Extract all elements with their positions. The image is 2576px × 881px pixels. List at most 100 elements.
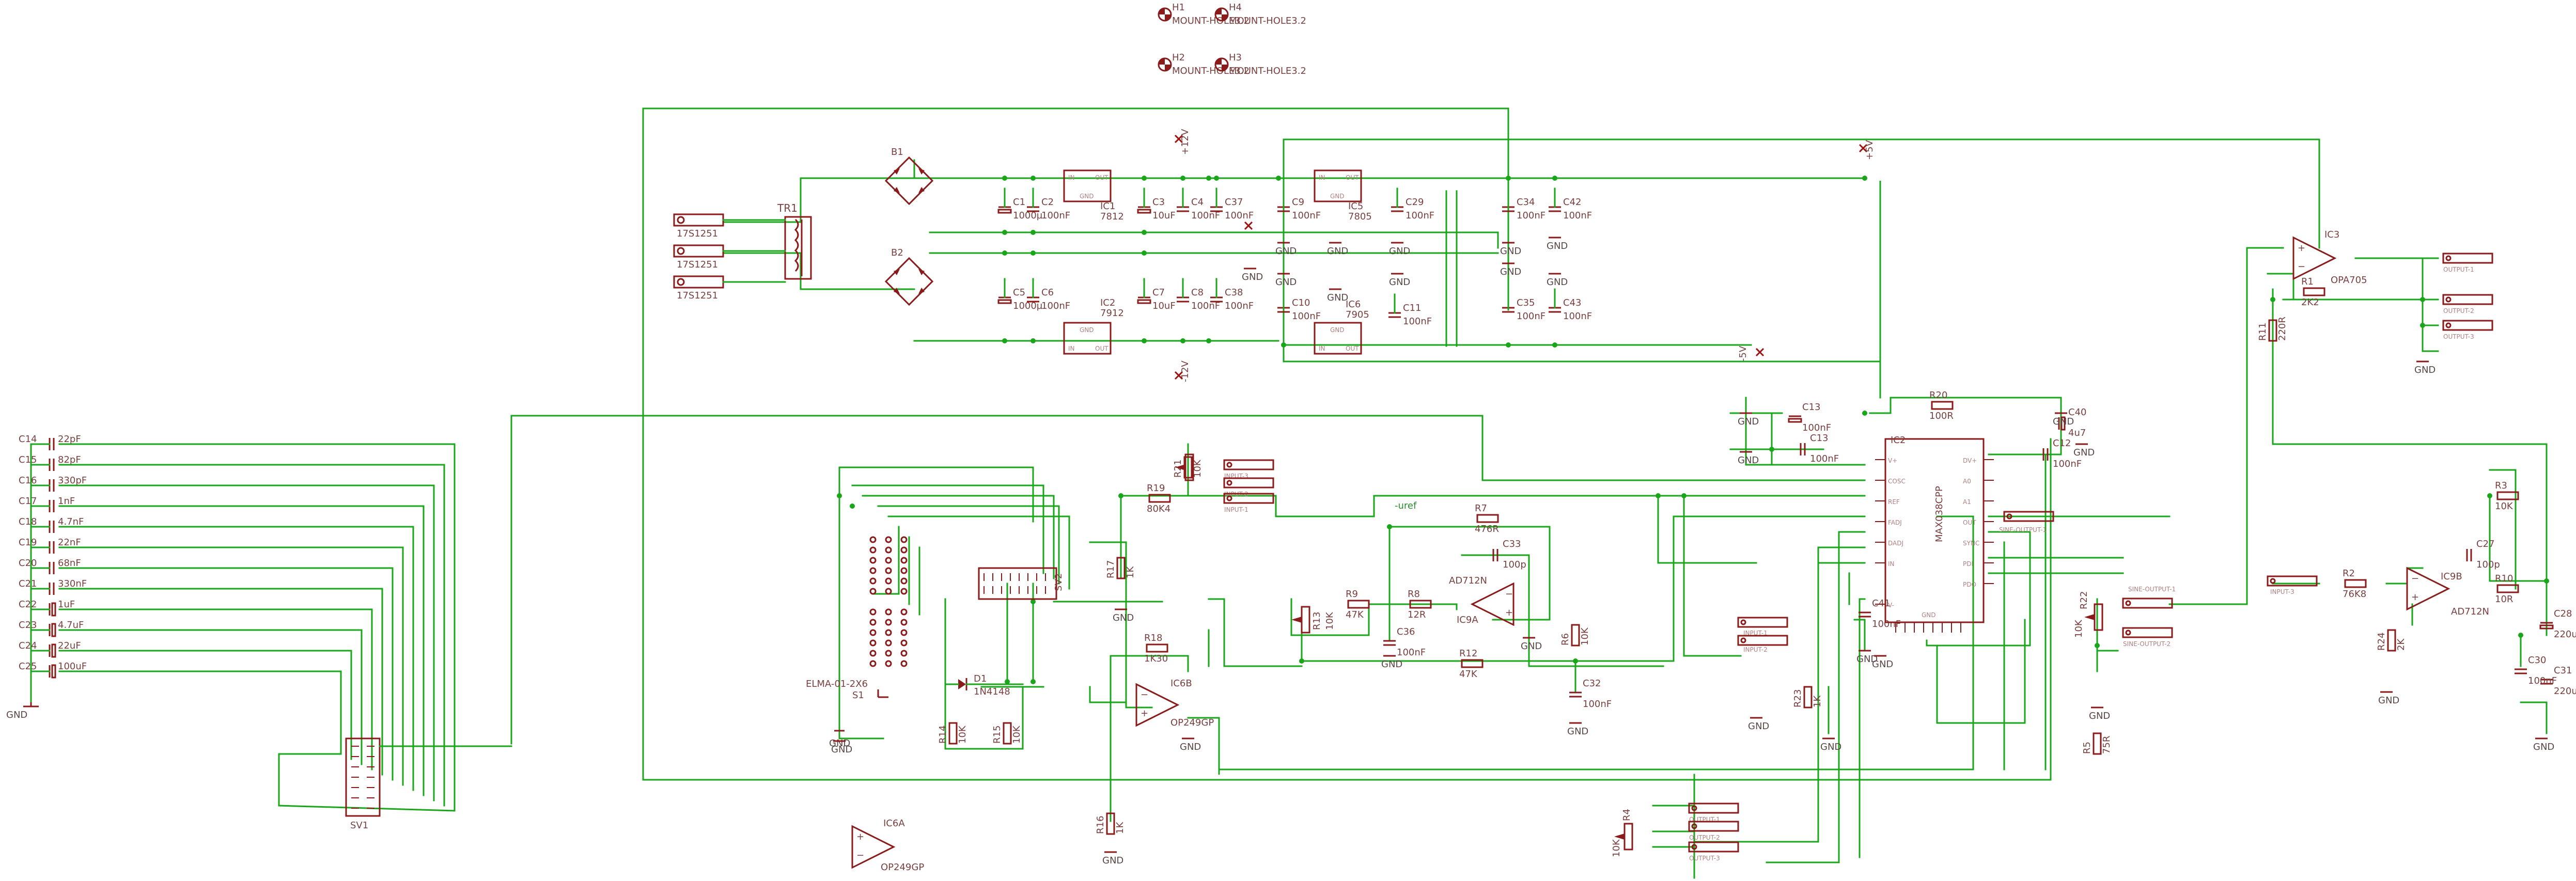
misc-caps: C36100nFC33100pC32100nFC13100nFC13100nFC…	[1383, 402, 2576, 710]
gnd-label: GND	[1872, 659, 1893, 670]
gnd-symbol: GND	[1500, 262, 1521, 277]
cap-value: 1000µ	[1013, 301, 1043, 311]
svg-text:+: +	[1505, 607, 1513, 618]
pot-ref: R4	[1621, 809, 1632, 821]
pot-ref: R22	[2079, 591, 2089, 609]
gnd-symbols: GNDGNDGNDGNDGNDGNDGNDGNDGNDGNDGNDGNDGNDG…	[831, 360, 2554, 866]
connector-in2: INPUT-2	[1223, 477, 1274, 498]
cap-ref: C23	[19, 620, 37, 631]
gnd-label: GND	[2533, 742, 2554, 752]
connector-label: INPUT-1	[1224, 506, 1248, 513]
pot-value: 10K	[1324, 611, 1335, 630]
svg-text:−: −	[856, 850, 864, 861]
cap-value: 100nF	[1397, 647, 1426, 658]
svg-text:−: −	[1141, 689, 1148, 700]
ic-pin-left: V-	[1888, 602, 1894, 609]
transformer-ref: TR1	[777, 202, 798, 214]
main-ic-gnd-pin: GND	[1922, 611, 1936, 619]
opamp-ref: IC9B	[2441, 571, 2462, 582]
connector-label: SINE-OUTPUT-1	[2128, 586, 2176, 593]
capacitor-c33: C33 100p	[1492, 539, 1526, 570]
resistor-value: 100R	[1929, 411, 1954, 421]
resistor-ref: R3	[2495, 480, 2507, 491]
opamp-ic6a: +− IC6A OP249GP	[851, 818, 924, 873]
cap-value: 100nF	[1563, 210, 1592, 221]
connector-label: OUTPUT-2	[2443, 307, 2474, 314]
regulator-value: 7912	[1100, 308, 1124, 319]
opamp-value: AD712N	[2451, 606, 2489, 617]
resistor-ref: R2	[2343, 568, 2355, 579]
trim-pot-r4	[1614, 823, 1633, 851]
cap-ref: C9	[1292, 197, 1304, 208]
cap-value: 330pF	[58, 475, 87, 486]
gnd-symbol: GND	[1389, 242, 1410, 257]
gnd-label: GND	[1547, 241, 1568, 251]
gnd-symbol-left: GND	[6, 702, 39, 720]
cap-value: 100p	[2476, 559, 2500, 570]
cap-ref: C27	[2476, 539, 2494, 549]
mount-hole-ref: H1	[1172, 2, 1185, 13]
cap-value: 100nF	[2053, 459, 2082, 469]
trim-pot-r13	[1291, 606, 1310, 634]
resistor-value: 76K8	[2343, 589, 2366, 600]
svg-text:+: +	[856, 831, 864, 842]
cap-ref: C43	[1563, 297, 1581, 308]
gnd-label: GND	[1102, 855, 1123, 866]
trim-pot-r21	[1175, 453, 1194, 481]
cap-value: 1uF	[58, 599, 75, 610]
ic-pin-left: DADJ	[1888, 540, 1903, 547]
cap-ref: C33	[1503, 539, 1521, 549]
cap-ref: C17	[19, 496, 37, 507]
opamp-ref: IC9A	[1457, 615, 1478, 625]
ic-pin-left: FADJ	[1888, 519, 1902, 526]
gnd-symbol: GND	[2053, 412, 2074, 427]
cap-value: 100p	[1503, 559, 1526, 570]
connector-label: OUTPUT-3	[1689, 855, 1720, 862]
svg-text:IN: IN	[1068, 345, 1075, 352]
cap-ref: C37	[1225, 197, 1243, 208]
connector-sine: SINE-OUTPUT-1	[1999, 511, 2054, 533]
svg-text:+: +	[1141, 708, 1148, 719]
resistor-ref: R20	[1929, 390, 1947, 401]
ic-pin-right: DV+	[1963, 457, 1977, 464]
switch-value: ELMA-01-2X6	[806, 679, 868, 689]
net-label-minus12: -12V	[1174, 360, 1191, 382]
cap-value: 100nF	[1041, 210, 1070, 221]
cap-value: 100nF	[2528, 675, 2557, 686]
resistor-value: 2K2	[2301, 297, 2319, 308]
opamp-ref: IC6A	[883, 818, 905, 829]
resistor-ref: R11	[2257, 323, 2268, 341]
gnd-label: GND	[1242, 272, 1263, 282]
connector-out2: OUTPUT-2	[2442, 294, 2493, 314]
connector-label: SINE-OUTPUT-2	[2123, 640, 2171, 648]
gnd-symbol: GND	[1180, 737, 1201, 752]
gnd-label: GND	[1500, 246, 1521, 257]
cap-value: 10uF	[1152, 210, 1176, 221]
cap-value: 100nF	[1191, 210, 1220, 221]
resistor-ref: R17	[1105, 560, 1116, 578]
wire-net	[30, 107, 2548, 879]
connector-label: OUTPUT-1	[2443, 266, 2474, 273]
cap-value: 100nF	[1041, 301, 1070, 311]
gnd-symbol: GND	[1113, 608, 1134, 623]
cap-value: 100nF	[1191, 301, 1220, 311]
resistor-value: 10K	[957, 725, 968, 744]
gnd-label: GND	[1567, 726, 1588, 737]
main-ic-max038: V+COSCREFFADJDADJINV-DV+A0A1OUTSYNCPDIPD…	[1875, 435, 1994, 633]
cap-ref: C36	[1397, 626, 1415, 637]
svg-text:−: −	[1505, 589, 1513, 600]
cap-ref: C16	[19, 475, 37, 486]
opamp-ref: IC3	[2324, 229, 2339, 240]
opamp-ic9b: −+ IC9B AD712N	[2406, 567, 2489, 617]
gnd-symbol: GND	[1856, 650, 1878, 665]
